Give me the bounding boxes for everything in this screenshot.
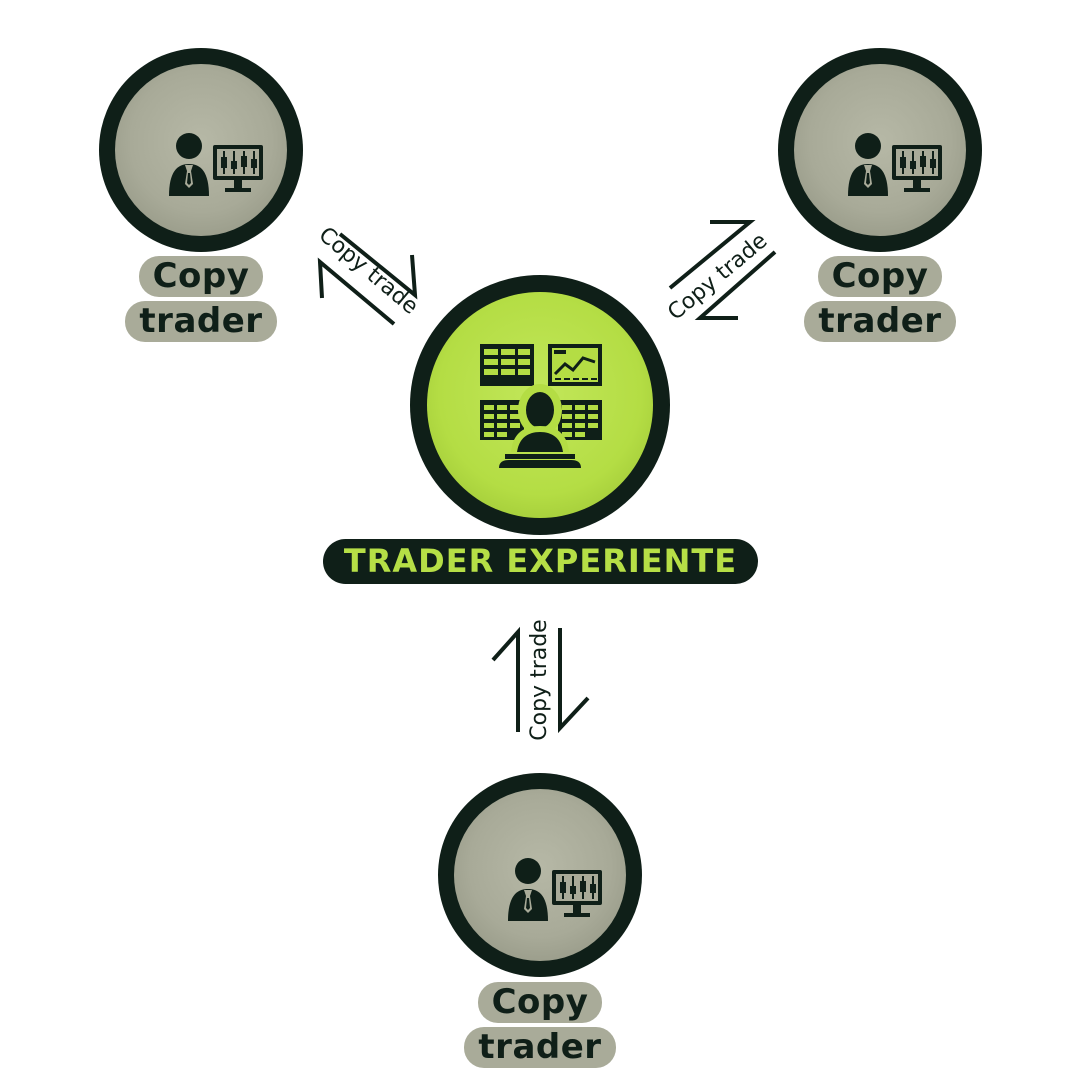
copy-trader-label-bottom: Copy trader [438,982,642,1068]
copy-trader-label-top-right: Copy trader [778,256,982,342]
copy-trader-label-top-left: Copy trader [99,256,303,342]
experienced-trader-node [410,275,670,535]
connector-label-top-right: Copy trade [663,228,772,325]
label-line: trader [464,1027,616,1068]
copy-trader-node-top-right [778,48,982,252]
experienced-trader-label: TRADER EXPERIENTE [323,539,758,584]
arrow-to-copy-top-left [317,257,396,326]
label-line: Copy [477,982,603,1023]
connector-label-bottom: Copy trade [527,619,552,740]
trader-dashboard-icon [480,344,602,468]
arrow-to-center-top-right [694,250,777,320]
arrow-to-copy-top-right [668,220,756,290]
label-line: Copy [817,256,943,297]
arrow-to-center-top-left [338,232,418,300]
copy-trader-node-top-left [99,48,303,252]
label-line: trader [804,301,956,342]
label-line: trader [125,301,277,342]
copy-trader-node-bottom [438,773,642,977]
label-line: Copy [138,256,264,297]
arrow-to-center-bottom [491,626,520,732]
arrow-to-copy-bottom [558,628,590,734]
